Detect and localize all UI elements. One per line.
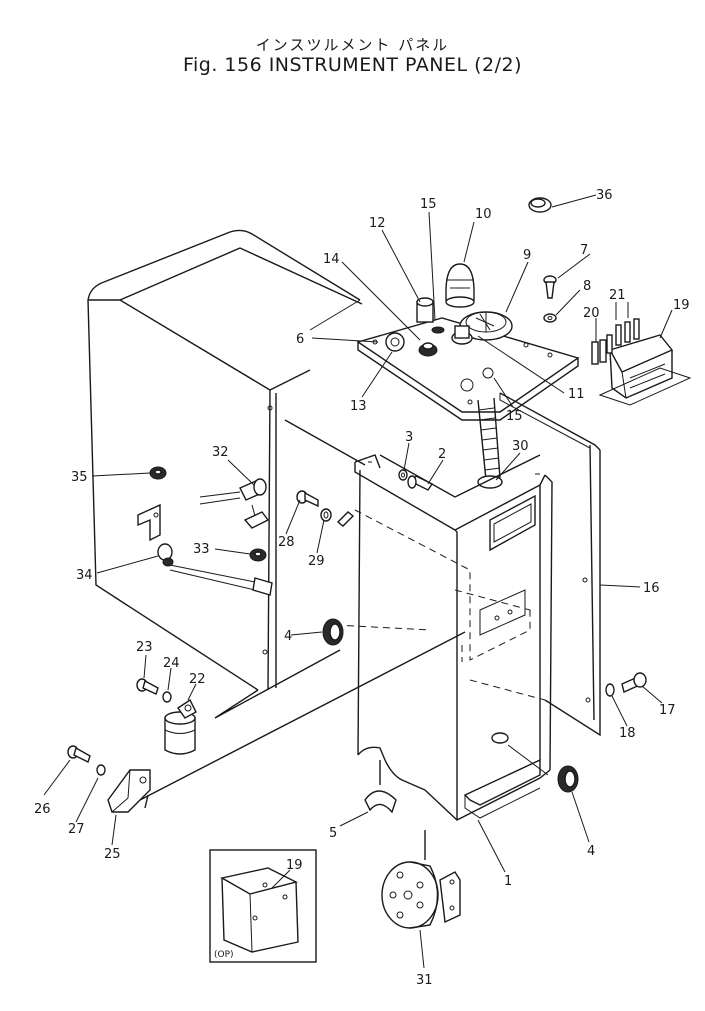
callout-11: 11 [568,387,585,402]
callout-19-inset: 19 [286,858,303,873]
callout-3: 3 [405,430,413,445]
callout-9: 9 [523,248,531,263]
callout-10: 10 [475,207,492,222]
callout-17: 17 [659,703,676,718]
callout-4-left: 4 [284,629,292,644]
callout-4-right: 4 [587,844,595,859]
terminal-nut [336,511,355,527]
inner-bracket [479,589,526,636]
callout-32: 32 [212,445,229,460]
warning-lamp [445,263,475,308]
callout-8: 8 [583,279,591,294]
washer-29 [320,508,332,522]
back-plate [499,392,601,737]
screw-7 [543,275,557,299]
knob-36 [528,197,552,213]
lamp-socket-32 [199,478,270,529]
callout-18: 18 [619,726,636,741]
callout-7: 7 [580,243,588,258]
washer-8 [543,313,557,323]
callout-21: 21 [609,288,626,303]
wire-harness-spring [477,397,503,489]
title-japanese: インスツルメント パネル [255,36,450,54]
callout-34: 34 [76,568,93,583]
washer-18 [605,683,615,697]
callout-20: 20 [583,306,600,321]
inset-op-label: (OP) [214,950,234,960]
fuse-box [598,334,692,406]
callout-25: 25 [104,847,121,862]
callout-1: 1 [504,874,512,889]
horn-31 [381,830,461,929]
callout-15-top: 15 [420,197,437,212]
callout-labels: 36 15 10 12 7 9 14 8 21 20 19 6 13 11 15… [34,188,690,988]
half-grommet [364,760,397,814]
bolt-2 [407,475,434,491]
callout-30: 30 [512,439,529,454]
callout-36: 36 [596,188,613,203]
callout-23: 23 [136,640,153,655]
bracket-left [137,503,161,542]
figure-title: Fig. 156 INSTRUMENT PANEL (2/2) [182,54,523,76]
callout-31: 31 [416,973,433,988]
relay-25 [107,769,151,813]
fuse-20 [591,339,607,365]
callout-29: 29 [308,554,325,569]
hidden-lines [334,509,546,701]
leader-lines [43,194,673,969]
buzzer-22 [164,698,197,755]
nut-33 [249,548,267,562]
grommet-left [322,618,344,646]
callout-27: 27 [68,822,85,837]
bolt-26 [67,745,91,763]
callout-26: 26 [34,802,51,817]
callout-6: 6 [296,332,304,347]
callout-28: 28 [278,535,295,550]
callout-35: 35 [71,470,88,485]
main-box-frame [354,454,553,821]
lamp-34 [157,543,273,596]
nut-35 [149,466,167,480]
fuses-21 [606,318,640,354]
callout-12: 12 [369,216,386,231]
callout-22: 22 [189,672,206,687]
washer-3 [398,469,408,481]
callout-15-bottom: 15 [506,409,523,424]
grommet-right [557,765,579,793]
callout-13: 13 [350,399,367,414]
callout-33: 33 [193,542,210,557]
callout-2: 2 [438,447,446,462]
bolt-28 [296,490,319,508]
bolt-17 [621,672,647,693]
bolt-23 [136,678,159,695]
callout-24: 24 [163,656,180,671]
callout-19: 19 [673,298,690,313]
inset-optional-box: (OP) [209,849,317,963]
side-cover-panel [87,229,363,691]
callout-14: 14 [323,252,340,267]
washer-27 [96,764,106,776]
switch-knobs [385,297,473,357]
callout-16: 16 [643,581,660,596]
lower-frame-lines [139,419,466,809]
washer-24 [162,691,172,703]
callout-5: 5 [329,826,337,841]
